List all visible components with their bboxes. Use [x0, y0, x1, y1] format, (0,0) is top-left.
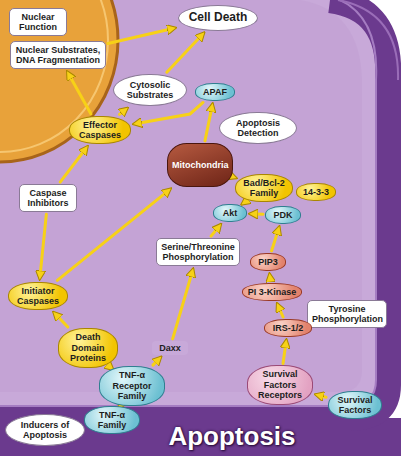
signal-arrow [283, 340, 286, 363]
node-text: Mitochondria [172, 160, 228, 170]
node-text: Serine/Threonine Phosphorylation [161, 242, 235, 263]
signal-arrow [153, 357, 161, 365]
node-text: Bad/Bcl-2 Family [240, 178, 288, 199]
node-text: Cell Death [188, 11, 248, 25]
node-text: Caspase Inhibitors [24, 188, 72, 209]
signal-arrow [54, 313, 68, 328]
protein-blob: Effector Caspases [69, 116, 131, 145]
signal-arrow [211, 224, 221, 236]
signal-arrow [233, 175, 236, 179]
signal-arrow [108, 28, 175, 44]
protein-blob: Bad/Bcl-2 Family [235, 174, 293, 203]
protein-label: Daxx [152, 341, 188, 355]
mitochondrion: Mitochondria [167, 143, 233, 187]
node-text: Akt [218, 208, 242, 218]
node-text: PIP3 [255, 257, 281, 267]
node-text: 14-3-3 [301, 187, 331, 197]
signal-arrow [119, 108, 127, 114]
node-text: PI 3-Kinase [247, 287, 297, 297]
membrane-outer-line [338, 0, 398, 80]
node-text: Inducers of Apoptosis [15, 420, 75, 441]
outcome-oval: Cell Death [178, 5, 258, 31]
process-oval: Apoptosis Detection [219, 112, 297, 145]
process-box: Tyrosine Phosphorylation [307, 300, 387, 329]
node-text: IRS-1/2 [269, 323, 307, 333]
signal-arrow [272, 227, 280, 251]
protein-blob: Death Domain Proteins [58, 328, 118, 367]
signal-arrow [277, 304, 283, 317]
signal-arrow [268, 274, 272, 281]
signal-arrow [40, 214, 47, 278]
ligand-blob: TNF-α Family [84, 406, 140, 435]
signal-arrow [316, 395, 326, 398]
protein-blob: PDK [265, 206, 301, 224]
node-text: TNF-α Family [89, 410, 135, 431]
node-text: APAF [200, 87, 230, 97]
protein-blob: Initiator Caspases [8, 282, 68, 311]
node-text: Tyrosine Phosphorylation [312, 304, 382, 325]
process-oval: Cytosolic Substrates [113, 74, 187, 107]
ligand-blob: Survival Factors [328, 391, 382, 420]
node-text: Cytosolic Substrates [123, 80, 177, 101]
protein-blob: APAF [195, 83, 235, 101]
node-text: TNF-α Receptor Family [104, 370, 160, 401]
node-text: Daxx [155, 343, 185, 353]
cell-membrane [0, 0, 388, 418]
protein-blob: 14-3-3 [296, 183, 336, 201]
process-box: Caspase Inhibitors [19, 184, 77, 213]
signal-arrow [167, 33, 204, 72]
node-text: Survival Factors Receptors [252, 369, 308, 400]
process-box: Nuclear Function [9, 8, 67, 37]
node-text: Survival Factors [333, 395, 377, 416]
process-oval: Inducers of Apoptosis [5, 414, 85, 447]
node-text: Nuclear Function [14, 12, 62, 33]
protein-blob: PIP3 [250, 253, 286, 271]
signal-arrow [205, 104, 213, 141]
signal-arrow [173, 269, 193, 339]
process-box: Serine/Threonine Phosphorylation [156, 238, 240, 267]
signal-arrow [250, 212, 263, 215]
membrane-inner-line [0, 0, 376, 406]
node-text: Nuclear Substrates, DNA Fragmentation [15, 45, 101, 66]
node-text: PDK [270, 210, 296, 220]
node-text: Effector Caspases [74, 120, 126, 141]
signal-arrow [242, 203, 244, 204]
cytoplasm [0, 0, 388, 418]
membrane-title: Apoptosis [168, 421, 295, 452]
receptor-blob: Survival Factors Receptors [247, 365, 313, 404]
node-text: Death Domain Proteins [63, 332, 113, 363]
protein-blob: Akt [213, 204, 247, 222]
protein-blob: IRS-1/2 [264, 319, 312, 337]
signal-arrow [67, 72, 90, 114]
signal-arrow [60, 147, 87, 182]
cytoplasm-shade [0, 0, 362, 392]
node-text: Initiator Caspases [13, 286, 63, 307]
node-text: Apoptosis Detection [229, 118, 287, 139]
process-box: Nuclear Substrates, DNA Fragmentation [10, 41, 106, 70]
receptor-blob: TNF-α Receptor Family [99, 366, 165, 405]
protein-blob: PI 3-Kinase [242, 283, 302, 301]
